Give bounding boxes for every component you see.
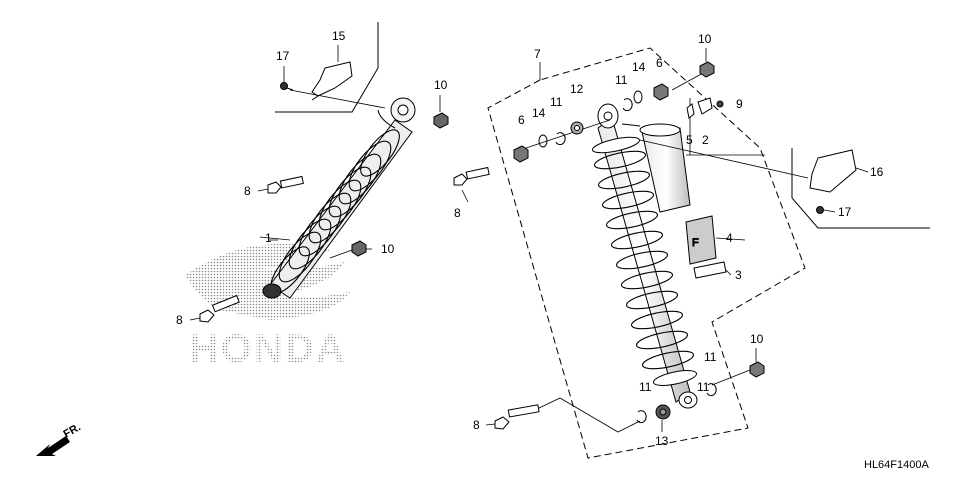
callout-8-right-lower: 8 (473, 418, 480, 432)
clip-11-bottom-right (706, 383, 717, 397)
callout-2: 2 (702, 133, 709, 147)
callout-14-top: 14 (632, 60, 646, 74)
callout-8-left-upper: 8 (244, 184, 251, 198)
exploded-view-boundary (487, 47, 806, 459)
bushing-6-left (513, 145, 529, 163)
callout-12: 12 (570, 82, 584, 96)
callout-10-left-bottom: 10 (381, 242, 395, 256)
shock-absorber-assembly-left (262, 97, 416, 299)
clip-11-left (555, 132, 566, 146)
callout-4: 4 (726, 231, 733, 245)
callout-14-left: 14 (532, 106, 546, 120)
label-sticker-4: F (685, 215, 717, 265)
bolt-8-left-upper (267, 175, 304, 194)
bolt-17-right (816, 206, 824, 214)
screw-9 (716, 100, 724, 108)
honda-watermark-text: HONDA (190, 327, 347, 371)
front-direction-arrow-icon: FR. (36, 421, 83, 456)
callout-5: 5 (686, 133, 693, 147)
nut-10-left-bottom (351, 240, 367, 257)
callout-17-right: 17 (838, 205, 852, 219)
callout-17-top: 17 (276, 49, 290, 63)
honda-watermark-logo: HONDA (185, 243, 350, 371)
bracket-2 (697, 97, 713, 115)
nut-10-left-top (433, 112, 449, 129)
inset-outline-right (791, 148, 930, 229)
spacer-12 (570, 121, 584, 135)
seal-14-left (538, 134, 548, 148)
callout-15: 15 (332, 29, 346, 43)
seal-14-top (633, 90, 643, 104)
callout-11-bottom-left: 11 (639, 380, 652, 394)
nut-10-right-bottom (749, 361, 765, 378)
bolt-8-right-lower (494, 404, 540, 430)
callout-6-left: 6 (518, 113, 525, 127)
nut-10-right-top (699, 61, 715, 78)
washer-5 (686, 103, 695, 119)
leader-lines (259, 71, 809, 433)
callout-11-top: 11 (615, 73, 628, 87)
callout-8-right-upper: 8 (454, 206, 461, 220)
reservoir-cover-16 (809, 149, 857, 193)
bushing-13 (655, 404, 671, 420)
callout-7: 7 (534, 47, 541, 61)
callout-leaders (189, 45, 869, 432)
diagram-code: HL64F1400A (864, 459, 929, 471)
bolt-8-right-upper (453, 166, 490, 186)
callout-9: 9 (736, 97, 743, 111)
callout-10-left-top: 10 (434, 78, 448, 92)
callout-16: 16 (870, 165, 884, 179)
inset-outline-top-left (275, 22, 379, 113)
callout-11-bottom-right: 11 (704, 350, 717, 364)
callout-13: 13 (655, 434, 669, 448)
callout-1: 1 (265, 231, 272, 245)
clip-11-bottom-left (636, 410, 647, 424)
callout-6-top: 6 (656, 56, 663, 70)
callout-labels: 1 2 3 4 5 6 6 7 8 8 8 8 9 10 10 10 10 11… (176, 29, 884, 448)
callout-10-right-top: 10 (698, 32, 712, 46)
bushing-6-top (653, 83, 669, 101)
svg-text:F: F (692, 237, 699, 249)
callout-11-left: 11 (550, 95, 563, 109)
front-direction-label: FR. (62, 421, 83, 440)
clip-11-top (622, 98, 633, 112)
callout-8-left-lower: 8 (176, 313, 183, 327)
bolt-17-top (280, 82, 294, 91)
callout-3: 3 (735, 268, 742, 282)
callout-10-right-bottom: 10 (750, 332, 764, 346)
bolt-8-left-lower (199, 294, 240, 323)
band-3 (693, 261, 727, 279)
callout-11-bottom-mid: 11 (697, 380, 710, 394)
reservoir-bracket-15 (311, 61, 353, 101)
